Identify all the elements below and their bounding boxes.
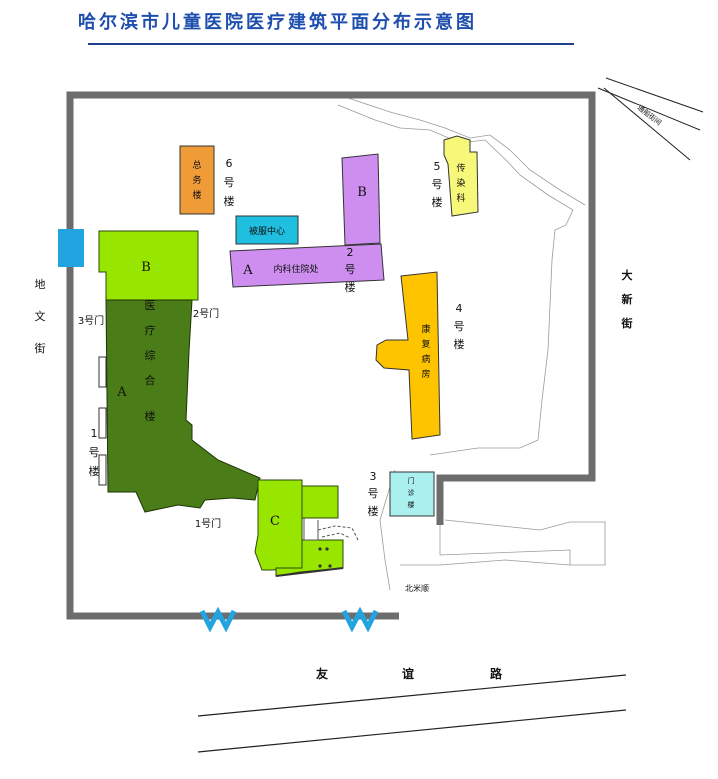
campus-wall (66, 91, 596, 620)
medical-complex-c-dot-3 (318, 564, 322, 568)
building-4-num-1: 4 (456, 302, 463, 315)
south-gate-2 (341, 606, 379, 633)
outpatient-char-1: 门 (408, 476, 415, 485)
medical-complex-a-label: A (116, 385, 127, 400)
medical-complex-b-label: B (141, 260, 151, 275)
building-6-char-1: 总 (192, 159, 201, 171)
medical-complex-tab-3 (98, 454, 107, 486)
wall-outline (66, 91, 596, 620)
medical-complex-wing-a (105, 299, 261, 513)
title-underline (88, 43, 574, 45)
medical-complex-char-1: 医 (145, 299, 156, 312)
building-4-char-4: 房 (421, 368, 430, 380)
building-3-num-3: 楼 (368, 504, 379, 518)
medical-complex-c-annex (303, 518, 319, 541)
gate-1-label: 1号门 (195, 517, 221, 530)
west-gate (58, 229, 84, 267)
building-6-num-1: 6 (226, 157, 233, 170)
outpatient-building (389, 471, 435, 517)
building-4-char-3: 病 (421, 353, 430, 365)
medical-complex-c-dot-2 (325, 547, 329, 551)
building-4-num-3: 楼 (454, 337, 465, 351)
building-3-num-2: 号 (368, 487, 379, 500)
building-5-char-3: 科 (456, 192, 465, 204)
medical-complex-tab-2 (98, 407, 107, 439)
building-1-num-3: 楼 (89, 464, 100, 478)
medical-complex-char-2: 疗 (145, 323, 156, 337)
building-6-num-3: 楼 (224, 194, 235, 208)
building-6-char-2: 务 (192, 174, 201, 186)
building-1-num-1: 1 (91, 427, 98, 440)
building-2-name: 内科住院处 (273, 263, 318, 275)
east-road-char-2: 新 (622, 292, 633, 306)
medical-complex-name: 医 疗 综 合 楼 (145, 299, 156, 423)
building-2-num-1: 2 (347, 246, 354, 259)
building-2-a-label: A (242, 263, 253, 278)
south-road-char-1: 友 (315, 666, 328, 681)
building-2-wing-a (229, 243, 385, 288)
building-4-char-2: 复 (421, 338, 430, 350)
medical-complex-tab-1 (98, 356, 107, 388)
east-road-char-3: 街 (621, 316, 633, 330)
building-3-num-1: 3 (370, 470, 377, 483)
west-road-char-3: 街 (35, 341, 46, 355)
bedding-center-building (235, 215, 299, 245)
medical-complex-c-label: C (270, 514, 280, 529)
building-2-num-3: 楼 (345, 280, 356, 294)
medical-complex-wing-c-upper (301, 485, 339, 519)
page-title: 哈尔滨市儿童医院医疗建筑平面分布示意图 (78, 12, 477, 33)
building-6-char-3: 楼 (192, 189, 201, 201)
outpatient-char-3: 楼 (408, 500, 415, 509)
building-5-num-2: 号 (432, 178, 443, 191)
building-5-char-1: 传 (456, 162, 465, 174)
west-road-char-2: 文 (35, 309, 46, 323)
south-road-line-2 (197, 709, 627, 753)
building-6-num-2: 号 (224, 176, 235, 189)
medical-complex-char-3: 综 (145, 348, 156, 362)
building-4-num-2: 号 (454, 320, 465, 333)
medical-complex-c-dot-1 (318, 547, 322, 551)
medical-complex-char-5: 楼 (145, 409, 156, 423)
building-2-b-label: B (357, 185, 367, 200)
south-road-line-1 (197, 674, 627, 717)
ne-road-line-3 (603, 87, 691, 161)
medical-complex-c-shadow (275, 567, 344, 577)
building-5 (443, 135, 479, 217)
building-2-wing-b (341, 153, 381, 246)
gate-2-label: 2号门 (193, 307, 219, 320)
east-road-char-1: 大 (622, 268, 633, 282)
south-road-char-3: 路 (490, 666, 503, 681)
building-5-num-3: 楼 (432, 195, 443, 209)
building-1-num-2: 号 (89, 446, 100, 459)
west-road-char-1: 地 (35, 278, 46, 291)
building-5-num-1: 5 (434, 160, 441, 173)
building-4-char-1: 康 (421, 323, 430, 335)
building-2-num-2: 号 (345, 263, 356, 276)
ne-road-line-1 (597, 87, 701, 131)
entrance-dashed-path-2 (321, 532, 351, 539)
medical-complex-char-4: 合 (145, 373, 156, 387)
gate-3-label: 3号门 (78, 314, 104, 327)
ne-road-line-2 (605, 77, 704, 113)
medical-complex-c-dot-4 (328, 564, 332, 568)
building-4 (375, 271, 441, 440)
south-road-char-2: 谊 (402, 666, 414, 681)
south-gate-1 (199, 606, 237, 633)
building-6 (179, 145, 215, 215)
northeast-road-label: 通船街间 (636, 103, 664, 127)
building-5-char-2: 染 (456, 177, 465, 189)
small-road-label: 北米顺 (405, 583, 429, 593)
entrance-dashed-path (317, 525, 359, 541)
street-outlines (337, 96, 606, 591)
outpatient-char-2: 诊 (408, 488, 415, 497)
bedding-center-label: 被服中心 (249, 225, 285, 237)
